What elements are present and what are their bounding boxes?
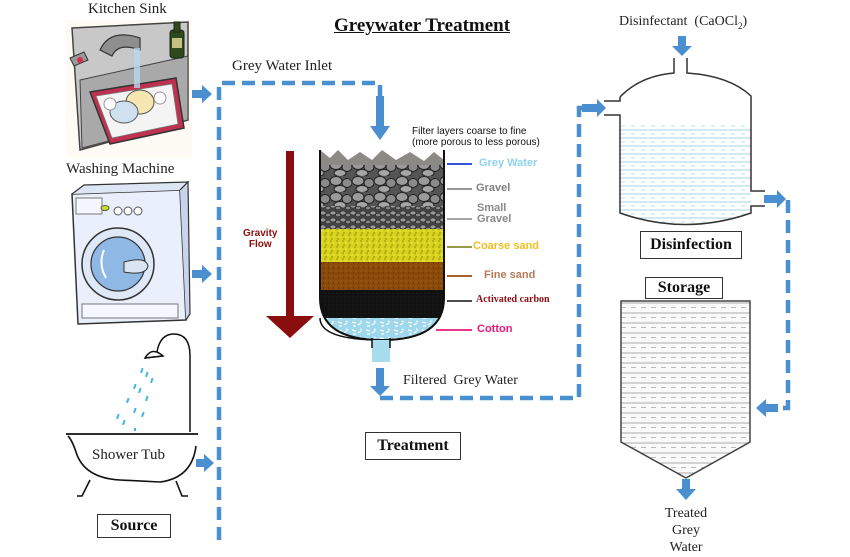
washing-machine-outflow-arrow (192, 265, 212, 283)
washing-machine-icon (71, 180, 191, 325)
treated-line3: Water (669, 540, 703, 555)
kitchen-sink-outflow-arrow (192, 85, 212, 103)
disinfectant-down-arrow (672, 36, 692, 56)
treatment-section-label: Treatment (365, 432, 461, 460)
inlet-down-arrow (370, 96, 390, 140)
disinfectant-close: ) (742, 14, 748, 29)
disinfection-inlet-arrow (582, 99, 606, 117)
gravity-flow-arrow (266, 151, 314, 338)
storage-section-label: Storage (645, 277, 723, 299)
disinfectant-text: Disinfectant (CaOCl (619, 14, 738, 29)
filter-caption-line1: Filter layers coarse to fine (412, 126, 527, 137)
disinfection-to-storage-pipe (778, 200, 791, 411)
treated-line1: Treated (664, 506, 708, 521)
shower-tub-icon (66, 333, 198, 497)
disinfection-outlet-arrow (764, 190, 786, 208)
filter-layer-leaders (436, 163, 472, 331)
layer-label-fine-sand: Fine sand (484, 269, 536, 281)
filtered-water-down-arrow (370, 368, 390, 396)
source-collector-pipe (216, 80, 383, 540)
treated-line2: Grey (672, 523, 700, 538)
layer-label-coarse-sand: Coarse sand (473, 240, 540, 252)
diagram-title: Greywater Treatment (334, 15, 511, 36)
layer-label-small-gravel: Small Gravel (477, 203, 511, 225)
source-section-label: Source (97, 514, 171, 538)
filter-caption: Filter layers coarse to fine (more porou… (412, 126, 540, 148)
storage-tank (620, 300, 751, 479)
kitchen-sink-label: Kitchen Sink (88, 1, 167, 17)
disinfectant-subscript: 2 (737, 20, 743, 31)
disinfection-tank (604, 58, 765, 226)
layer-label-cotton: Cotton (477, 323, 513, 335)
disinfectant-label: Disinfectant (CaOCl2) (619, 14, 747, 31)
disinfection-section-label: Disinfection (640, 231, 742, 259)
layer-label-activated-carbon: Activated carbon (476, 294, 550, 305)
layer-label-gravel-2: Gravel (477, 213, 512, 225)
filtered-grey-water-label: Filtered Grey Water (403, 373, 518, 388)
filtered-water-pipe (380, 105, 588, 401)
treated-grey-water-label: Treated Grey Water (656, 505, 716, 556)
washing-machine-label: Washing Machine (66, 161, 175, 177)
layer-label-gravel: Gravel (476, 182, 511, 194)
gravity-label-line2: Flow (248, 239, 272, 250)
treated-water-down-arrow (676, 479, 696, 500)
gravity-flow-label: Gravity Flow (243, 228, 277, 250)
shower-tub-label: Shower Tub (92, 447, 165, 463)
layer-label-grey-water: Grey Water (479, 157, 538, 169)
filter-column (319, 150, 445, 362)
filter-caption-line2: (more porous to less porous) (412, 137, 540, 148)
kitchen-sink-icon (66, 20, 192, 158)
layer-label-small: Small (477, 202, 507, 214)
gravity-label-line1: Gravity (243, 228, 278, 239)
storage-inlet-arrow (756, 399, 778, 417)
grey-water-inlet-label: Grey Water Inlet (232, 58, 333, 74)
shower-tub-outflow-arrow (196, 454, 214, 472)
